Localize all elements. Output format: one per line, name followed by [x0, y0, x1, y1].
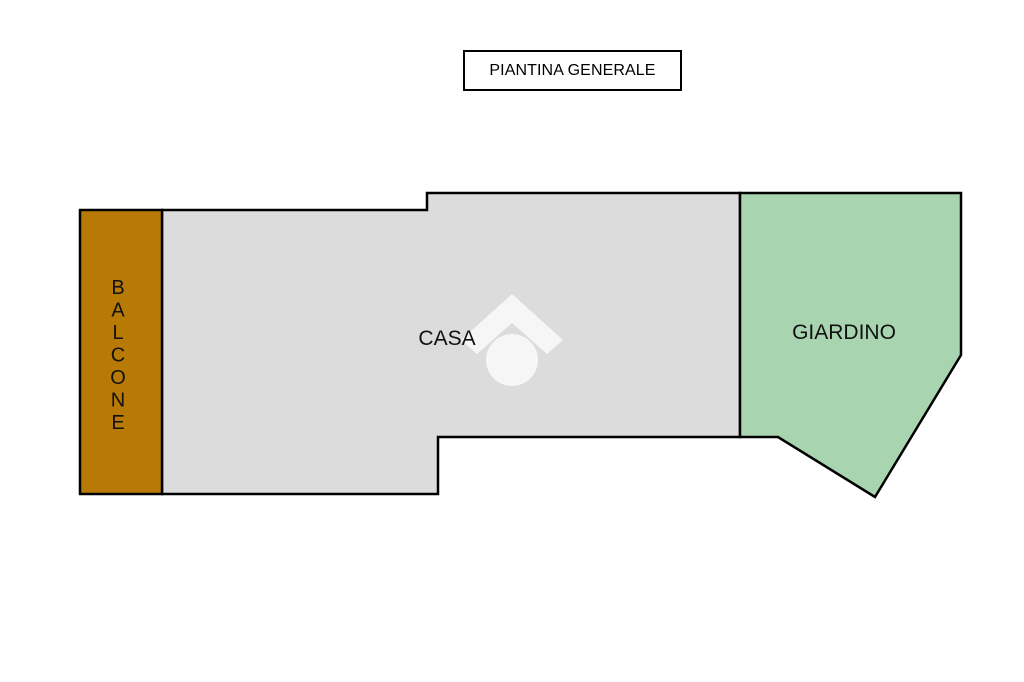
- balcone-label-letter: O: [110, 367, 126, 389]
- balcone-label-letter: E: [111, 412, 124, 434]
- balcone-label-letter: N: [111, 390, 125, 412]
- casa-label: CASA: [418, 327, 475, 350]
- giardino-room: [738, 191, 963, 499]
- balcone-room: [78, 208, 164, 496]
- balcone-label-letter: A: [111, 300, 125, 322]
- house-logo-icon: [461, 294, 563, 386]
- balcone-label-letter: L: [112, 322, 123, 344]
- giardino-label: GIARDINO: [792, 321, 896, 344]
- balcone-label-letter: C: [111, 345, 125, 367]
- plan-title: PIANTINA GENERALE: [463, 50, 682, 91]
- balcone-label-letter: B: [111, 277, 124, 299]
